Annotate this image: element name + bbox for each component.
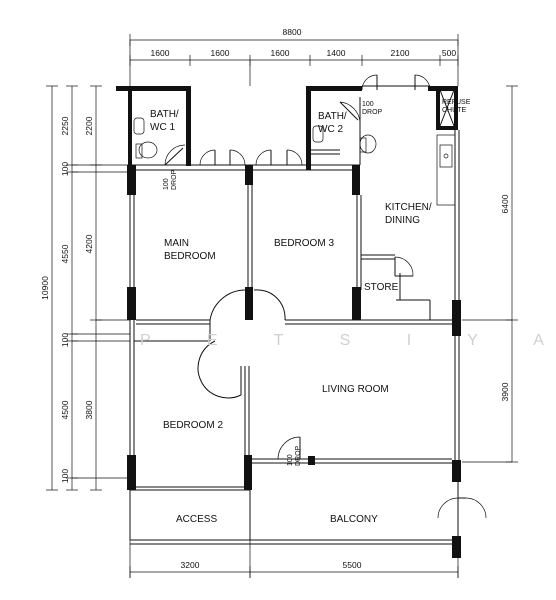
fixtures [133, 117, 377, 159]
label-refuse-line2: CHUTE [442, 107, 466, 114]
dim-left-5: 4500 [60, 400, 70, 419]
drop-wc1-text: DROP [171, 169, 178, 190]
label-living-room: LIVING ROOM [322, 384, 389, 395]
label-balcony: BALCONY [330, 514, 378, 525]
dim-left-2: 100 [60, 162, 70, 176]
dim-bottom-1: 3200 [181, 560, 200, 570]
room-labels: BATH/ WC 1 BATH/ WC 2 MAIN BEDROOM BEDRO… [150, 99, 471, 525]
dim-bottom-2: 5500 [343, 560, 362, 570]
drop-wc2-value: 100 [362, 101, 374, 108]
dim-top-6: 500 [442, 48, 456, 58]
dim-top-2: 1600 [211, 48, 230, 58]
label-access: ACCESS [176, 514, 217, 525]
top-dimensions: 8800 1600 1600 1600 1400 2100 500 [129, 27, 459, 66]
dim-left-6: 100 [60, 469, 70, 483]
label-bedroom-3: BEDROOM 3 [274, 238, 334, 249]
dim-right-2: 3900 [500, 382, 510, 401]
drop-living-text: DROP [295, 445, 302, 466]
label-kitchen-line1: KITCHEN/ [385, 202, 432, 213]
drop-labels: 100 DROP 100 DROP 100 DROP [163, 101, 383, 466]
dim-right-1: 6400 [500, 194, 510, 213]
refuse-chute-icon [439, 89, 455, 127]
dim-left-3: 4550 [60, 244, 70, 263]
dim-total-height: 10900 [40, 276, 50, 300]
grid-lines [129, 40, 459, 578]
label-bath-wc2-line2: WC 2 [318, 124, 343, 135]
drop-wc2-text: DROP [362, 109, 383, 116]
dim-left-4: 100 [60, 333, 70, 347]
dim-inner-2: 4200 [84, 234, 94, 253]
label-bath-wc1-line2: WC 1 [150, 122, 175, 133]
label-main-bedroom-line2: BEDROOM [164, 251, 216, 262]
label-bath-wc2-line1: BATH/ [318, 111, 347, 122]
drop-wc1-value: 100 [163, 178, 170, 190]
dim-inner-3: 3800 [84, 400, 94, 419]
dim-total-width: 8800 [283, 27, 302, 37]
dim-top-5: 2100 [391, 48, 410, 58]
left-dimensions: 10900 2250 100 4550 100 4500 100 2200 42… [40, 85, 130, 491]
dim-inner-1: 2200 [84, 116, 94, 135]
doors [158, 74, 487, 519]
label-bedroom-2: BEDROOM 2 [163, 420, 223, 431]
label-kitchen-line2: DINING [385, 215, 420, 226]
label-store: STORE [364, 282, 399, 293]
dim-top-1: 1600 [151, 48, 170, 58]
label-refuse-line1: REFUSE [442, 99, 471, 106]
right-dimensions: 6400 3900 [462, 85, 518, 463]
bottom-dimensions: 3200 5500 [129, 560, 459, 578]
dim-top-3: 1600 [271, 48, 290, 58]
label-main-bedroom-line1: MAIN [164, 238, 189, 249]
drop-living-value: 100 [287, 454, 294, 466]
walls [116, 86, 461, 558]
watermark: P E T S I Y A [140, 332, 556, 349]
label-bath-wc1-line1: BATH/ [150, 109, 179, 120]
dim-left-1: 2250 [60, 116, 70, 135]
dim-top-4: 1400 [327, 48, 346, 58]
